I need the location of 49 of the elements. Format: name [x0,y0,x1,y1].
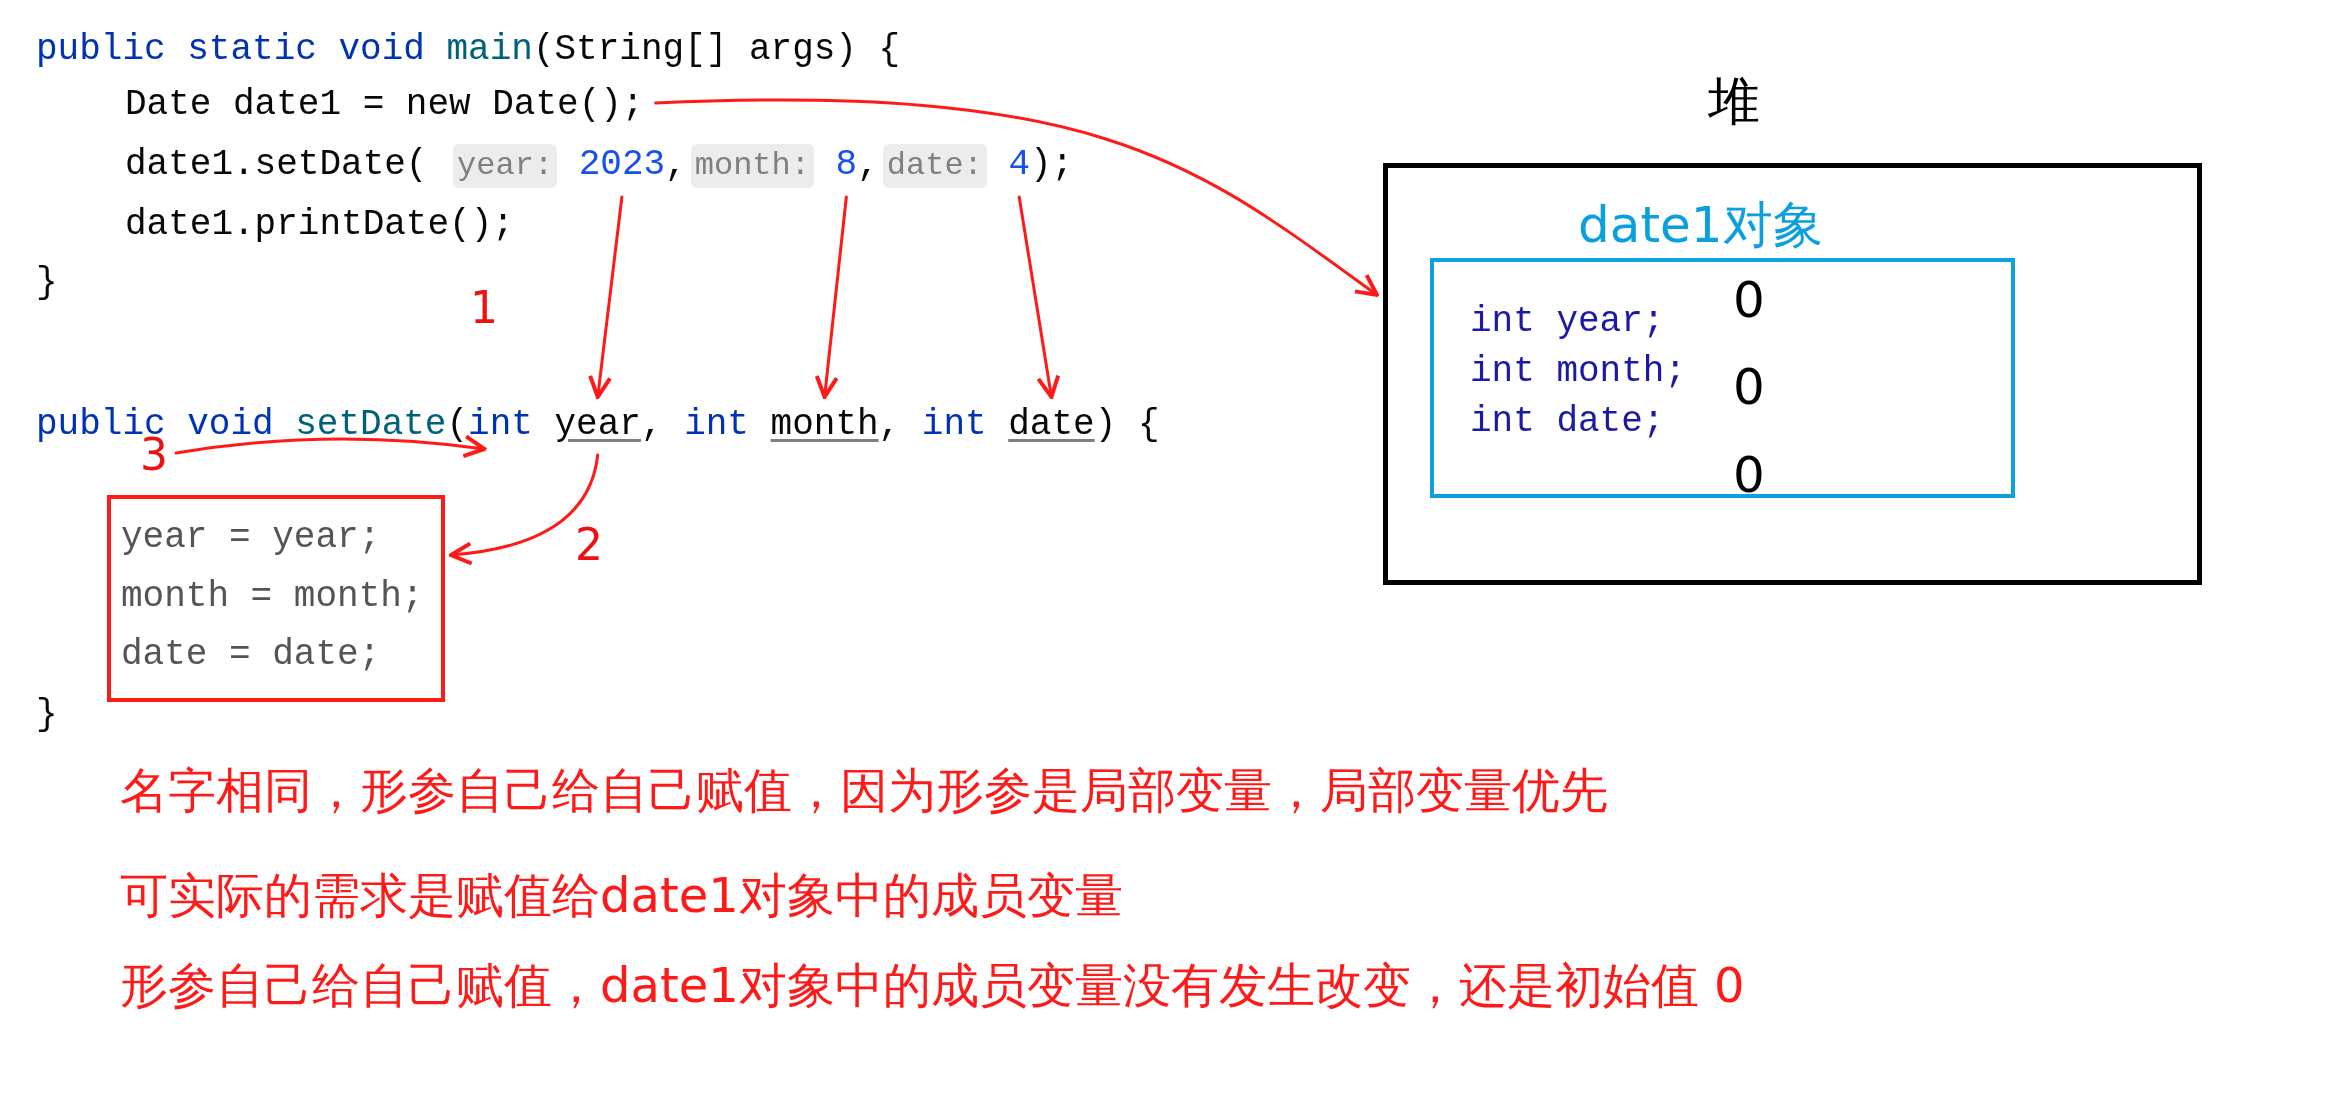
parameter-name: year [554,403,641,447]
note-text: 可实际的需求是赋值给date1对象中的成员变量 [120,866,1123,925]
note-text: 形参自己给自己赋值，date1对象中的成员变量没有发生改变，还是初始值 0 [120,956,1745,1015]
arrow [814,195,848,399]
code-text: ); [1030,143,1074,187]
code-text: int [468,403,533,447]
code-text: main [446,28,533,72]
arrow [449,453,600,565]
code-text: int [921,403,987,447]
arrow [588,195,624,399]
field-value: 0 [1733,271,1765,329]
object-label: date1对象 [1578,195,1823,255]
parameter-hint: month: [690,144,814,188]
assignment-code: date = date; [121,633,381,677]
arrow [174,434,487,459]
parameter-name: date [1008,403,1095,447]
argument-value: 8 [835,143,858,187]
code-text: , [665,143,687,187]
field-declaration: int date; [1470,400,1665,444]
code-text: , [878,403,901,447]
argument-value: 4 [1008,143,1030,187]
code-text: } [36,693,58,737]
code-text: public static void [36,28,425,72]
code-text: , [857,143,879,187]
field-declaration: int month; [1470,350,1687,394]
code-text: , [640,403,663,447]
parameter-hint: year: [453,144,558,188]
code-text: } [36,261,58,305]
code-text: (String[] args) { [532,28,901,72]
callout-number: 1 [470,283,498,333]
parameter-name: month [770,403,879,447]
arrow [654,98,1379,297]
heap-label: 堆 [1708,70,1760,133]
code-text: ( [446,403,469,447]
code-text: int [684,403,749,447]
assignment-code: month = month; [121,575,424,619]
code-text: ) { [1094,403,1160,447]
field-declaration: int year; [1470,300,1665,344]
code-text: setDate [295,403,447,447]
assignment-code: year = year; [121,516,381,560]
parameter-hint: date: [882,144,987,188]
argument-value: 2023 [578,143,666,187]
code-line: Date date1 = new Date(); [125,83,644,127]
code-text: date1.setDate( [125,143,428,187]
field-value: 0 [1733,358,1765,416]
field-value: 0 [1733,446,1765,504]
arrow [1017,195,1061,399]
note-text: 名字相同，形参自己给自己赋值，因为形参是局部变量，局部变量优先 [120,761,1608,820]
code-text: date1.printDate(); [125,203,514,247]
